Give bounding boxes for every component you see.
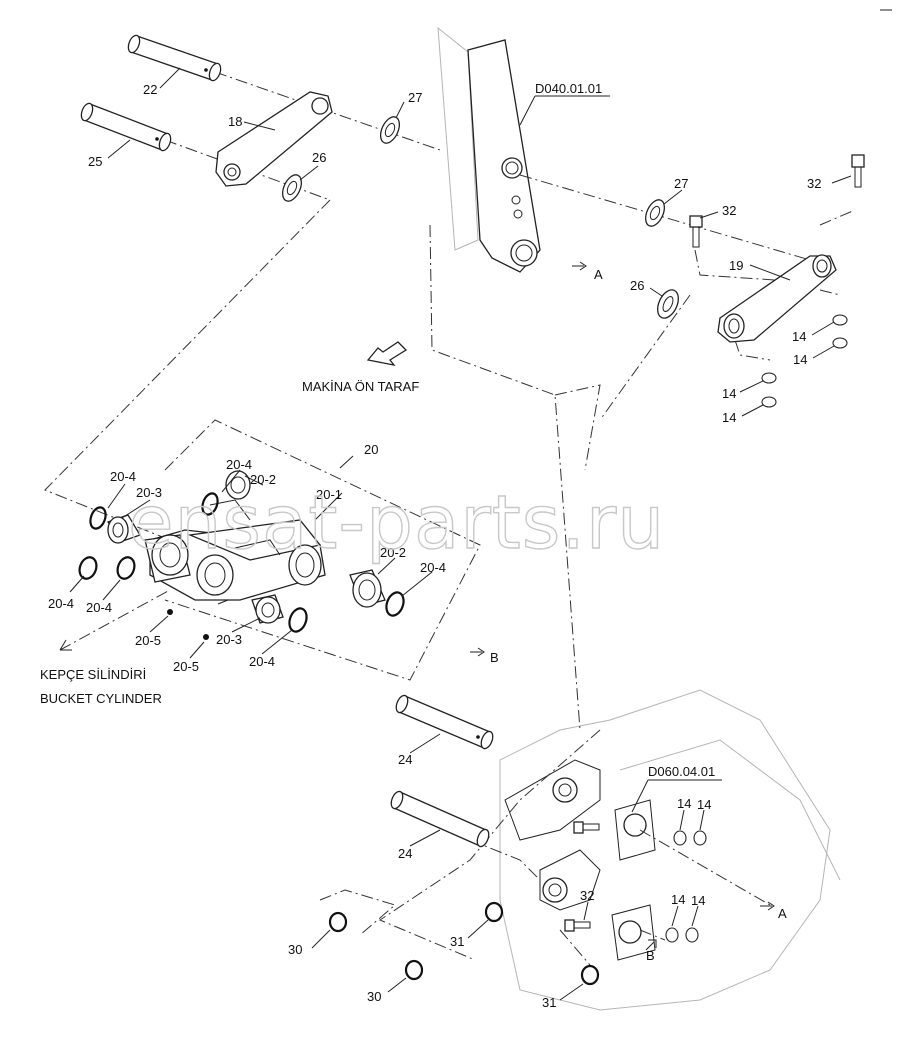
label-14-r2: 14	[793, 352, 807, 367]
label-ref-bucket: D060.04.01	[648, 764, 715, 779]
watermark-text: ensat-parts.ru	[128, 480, 665, 566]
boom-arm-outline	[437, 26, 541, 273]
label-27-top: 27	[408, 90, 422, 105]
label-14-b3: 14	[671, 892, 685, 907]
nuts-14-bucket[interactable]	[665, 830, 707, 943]
washer-27-top[interactable]	[377, 114, 403, 146]
label-20-4-b: 20-4	[226, 457, 252, 472]
label-32-middle: 32	[722, 203, 736, 218]
label-14-r3: 14	[722, 386, 736, 401]
label-24-upper: 24	[398, 752, 412, 767]
label-20-4-d: 20-4	[48, 596, 74, 611]
part-labels: 22 25 18 27 26 D040.01.01 27 32 32 19 26…	[40, 81, 821, 1010]
label-bucket-cylinder-tr: KEPÇE SİLİNDİRİ	[40, 667, 146, 682]
leader-lines	[69, 67, 852, 1001]
label-14-b4: 14	[691, 893, 705, 908]
label-ref-boom: D040.01.01	[535, 81, 602, 96]
label-32-upper: 32	[807, 176, 821, 191]
bolt-32-bucket-lower[interactable]	[564, 919, 591, 932]
label-22: 22	[143, 82, 157, 97]
label-20: 20	[364, 442, 378, 457]
bushing-20-3-left[interactable]	[107, 514, 141, 544]
label-20-5-b: 20-5	[173, 659, 199, 674]
bolt-32-upper-right[interactable]	[851, 154, 865, 188]
label-20-4-e: 20-4	[86, 600, 112, 615]
label-26-right: 26	[630, 278, 644, 293]
pin-25[interactable]	[79, 102, 173, 152]
label-20-3-b: 20-3	[216, 632, 242, 647]
bolt-32-middle[interactable]	[689, 215, 703, 248]
label-14-b1: 14	[677, 796, 691, 811]
arrow-front-icon	[366, 341, 408, 366]
label-marker-b-bottom: B	[646, 948, 655, 963]
label-14-r4: 14	[722, 410, 736, 425]
label-19: 19	[729, 258, 743, 273]
bushing-20-2-top[interactable]	[225, 470, 251, 500]
label-24-lower: 24	[398, 846, 412, 861]
label-marker-a-top: A	[594, 267, 603, 282]
label-20-4-a: 20-4	[110, 469, 136, 484]
washer-26-right[interactable]	[654, 287, 683, 322]
label-20-3-a: 20-3	[136, 485, 162, 500]
label-30-lower: 30	[367, 989, 381, 1004]
bucket-outline	[499, 689, 841, 1011]
pin-24-upper[interactable]	[394, 694, 495, 750]
rings-30-31[interactable]	[328, 901, 600, 986]
label-26-top: 26	[312, 150, 326, 165]
label-31-lower: 31	[542, 995, 556, 1010]
label-18: 18	[228, 114, 242, 129]
label-machine-front: MAKİNA ÖN TARAF	[302, 379, 419, 394]
label-32-bucket: 32	[580, 888, 594, 903]
label-14-r1: 14	[792, 329, 806, 344]
bolt-32-bucket-upper[interactable]	[573, 821, 600, 834]
seal-rings-20-4[interactable]	[77, 491, 407, 634]
arrow-b-mid-icon	[470, 647, 485, 657]
pin-22[interactable]	[126, 34, 223, 82]
label-20-4-c: 20-4	[420, 560, 446, 575]
arrow-b-bottom-icon	[645, 939, 657, 951]
label-14-b2: 14	[697, 797, 711, 812]
link-18[interactable]	[215, 91, 333, 187]
label-20-4-f: 20-4	[249, 654, 275, 669]
label-marker-a-bottom: A	[778, 906, 787, 921]
assembly-lines	[44, 71, 856, 966]
label-20-2-b: 20-2	[380, 545, 406, 560]
label-27-right: 27	[674, 176, 688, 191]
arrow-a-bottom-icon	[760, 901, 775, 911]
label-marker-b-mid: B	[490, 650, 499, 665]
label-31-upper: 31	[450, 934, 464, 949]
nuts-14-right[interactable]	[761, 314, 848, 408]
label-20-1: 20-1	[316, 487, 342, 502]
label-30-upper: 30	[288, 942, 302, 957]
bushing-20-2-right[interactable]	[349, 569, 386, 608]
pin-24-lower[interactable]	[389, 790, 491, 848]
washer-26-top[interactable]	[279, 172, 305, 204]
label-20-2-a: 20-2	[250, 472, 276, 487]
link-19[interactable]	[717, 254, 837, 343]
arrow-a-top-icon	[572, 261, 587, 271]
grease-fittings-20-5[interactable]	[167, 599, 229, 640]
washer-27-right[interactable]	[642, 197, 668, 229]
label-bucket-cylinder-en: BUCKET CYLINDER	[40, 691, 162, 706]
label-25: 25	[88, 154, 102, 169]
link-assembly-20[interactable]	[144, 499, 326, 601]
label-20-5-a: 20-5	[135, 633, 161, 648]
bushing-20-3-lower[interactable]	[251, 594, 284, 624]
arrow-bucket-cylinder-icon	[59, 639, 72, 651]
